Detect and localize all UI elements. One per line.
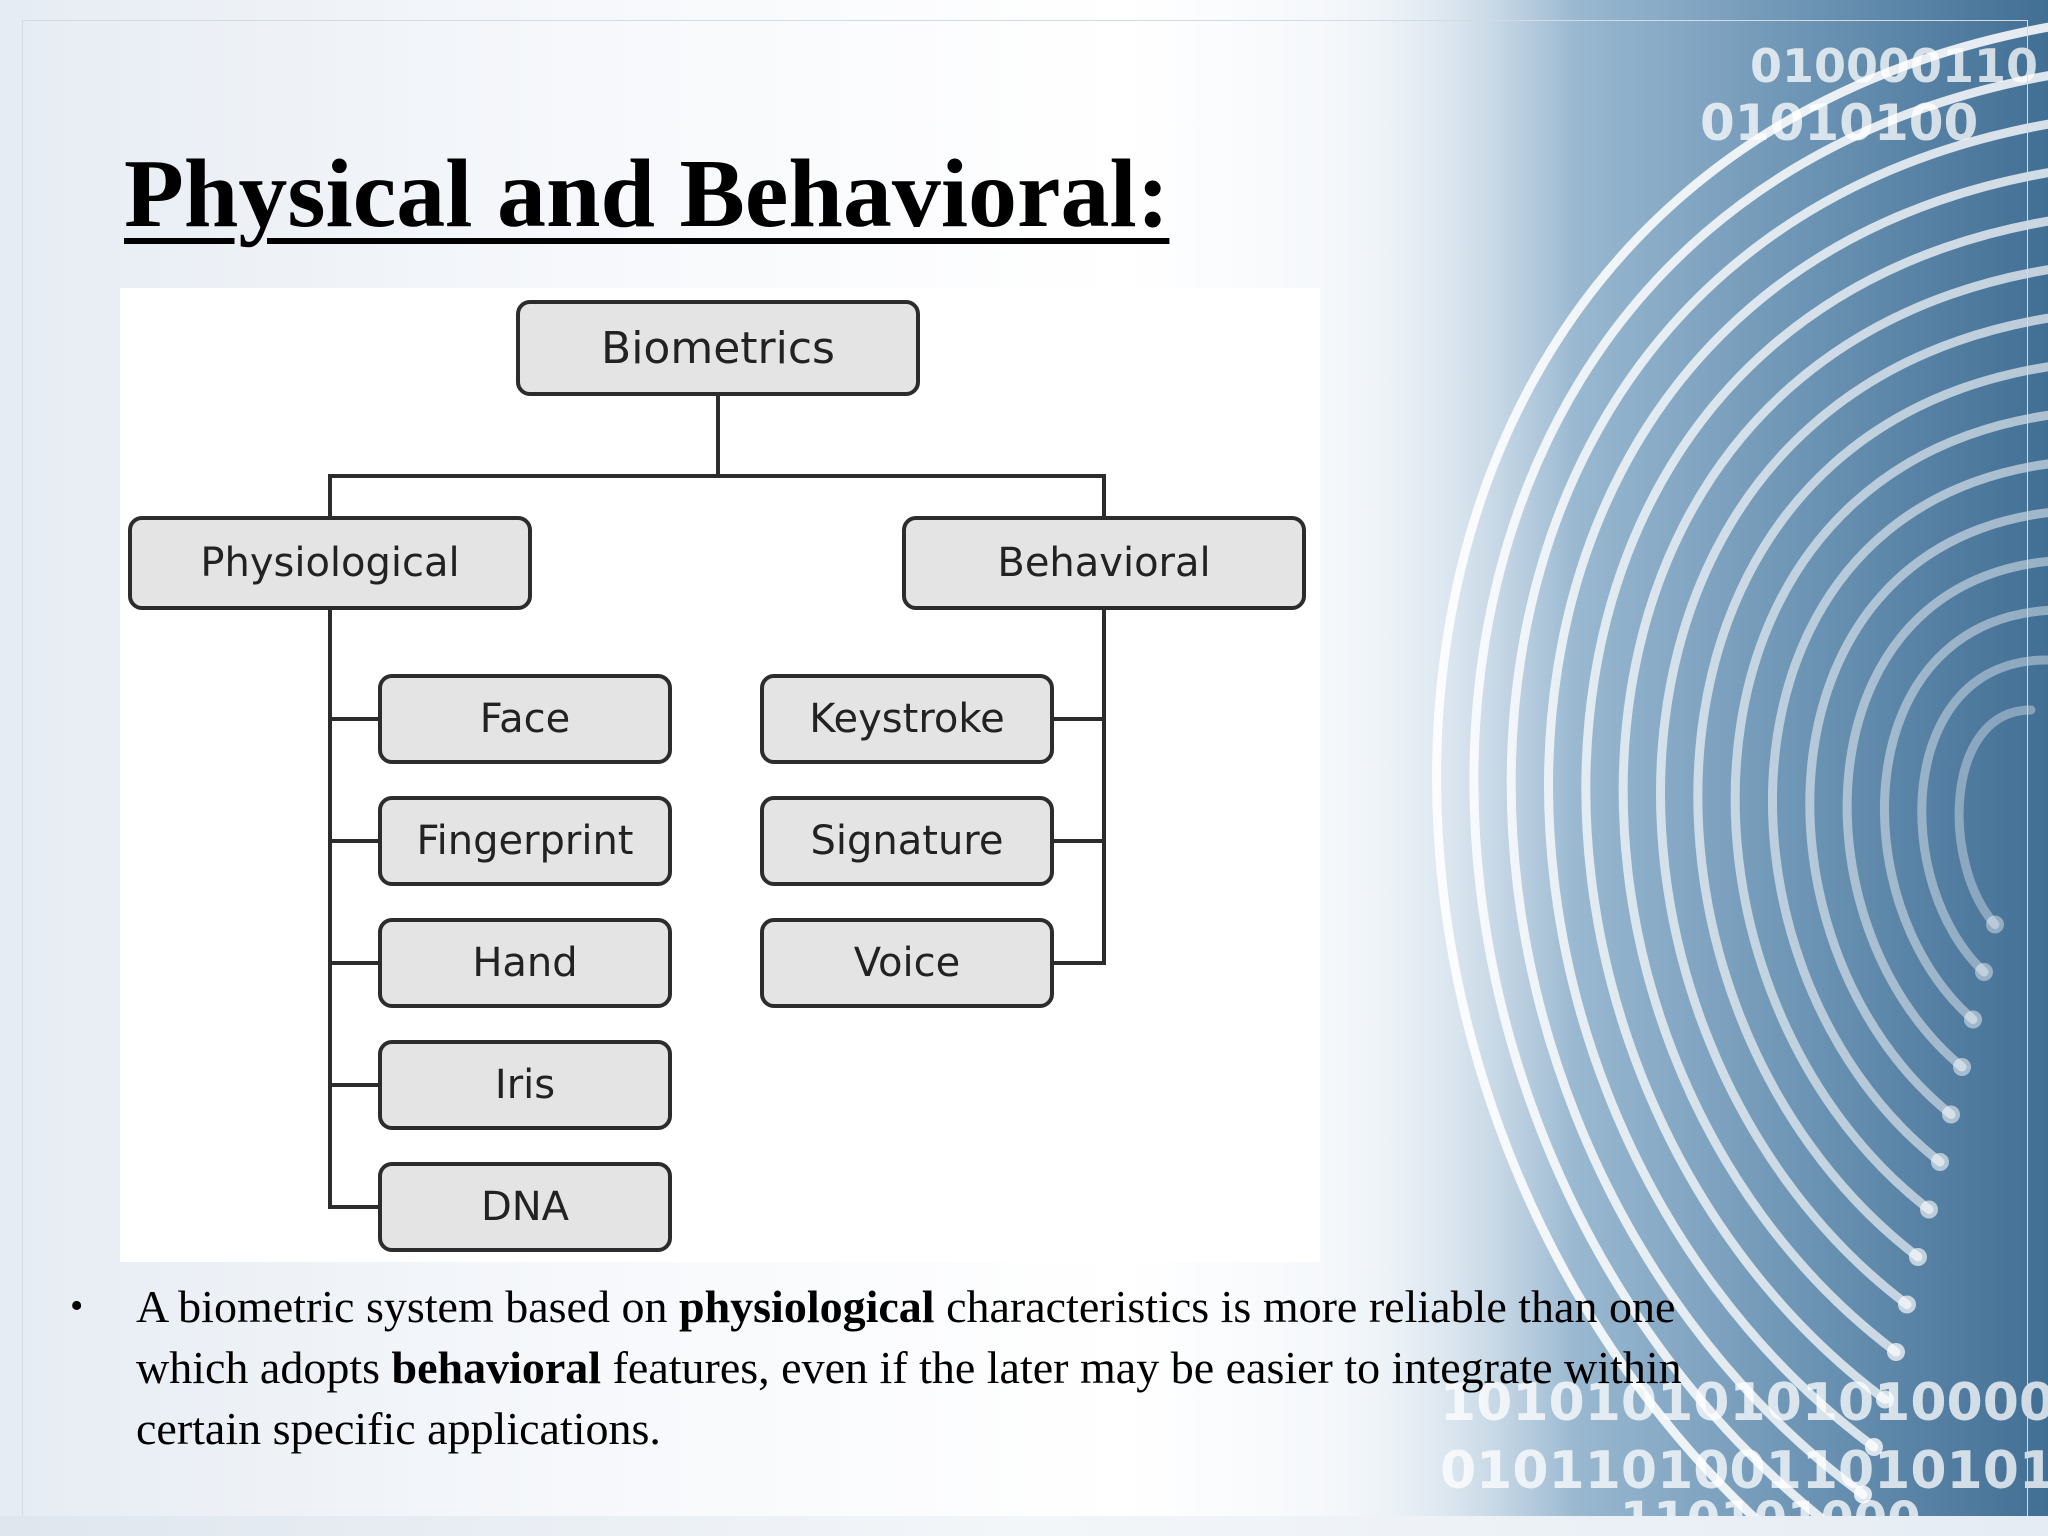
fingerprint-node-dot	[1854, 1485, 1872, 1504]
bullet-text-segment: characteristics is more reliable than on…	[136, 1281, 1676, 1393]
node-leaf-fingerprint: Fingerprint	[378, 796, 672, 886]
bullet-text-segment: A biometric system based on	[136, 1281, 679, 1332]
fingerprint-ridge	[1544, 168, 2048, 1452]
node-leaf-fingerprint-label: Fingerprint	[416, 818, 634, 864]
fingerprint-node-dot	[1953, 1058, 1971, 1076]
fingerprint-node-dot	[1975, 963, 1993, 981]
fingerprint-node-dot	[1898, 1295, 1916, 1314]
node-root-biometrics-label: Biometrics	[601, 322, 835, 374]
node-leaf-iris: Iris	[378, 1040, 672, 1130]
bullet-text-emphasis: behavioral	[391, 1342, 602, 1393]
fingerprint-node-dot	[1876, 1390, 1894, 1409]
fingerprint-ridge	[1693, 362, 2048, 1262]
fingerprint-ridge	[1432, 22, 2048, 1536]
fingerprint-ridge	[1805, 508, 2048, 1119]
bullet-text: A biometric system based on physiologica…	[136, 1276, 1796, 1459]
fingerprint-node-dot	[1964, 1010, 1982, 1029]
diagram-connectors	[328, 394, 1106, 1209]
node-leaf-hand: Hand	[378, 918, 672, 1008]
bullet-text-segment: features, even if the later may be easie…	[136, 1342, 1682, 1454]
node-leaf-face: Face	[378, 674, 672, 764]
node-leaf-hand-label: Hand	[472, 940, 578, 986]
slide-bottom-bar	[0, 1516, 2048, 1536]
slide-title: Physical and Behavioral:	[124, 140, 1170, 248]
node-leaf-face-label: Face	[479, 696, 571, 742]
fingerprint-ridge	[1581, 216, 2048, 1404]
node-branch-behavioral-label: Behavioral	[997, 540, 1211, 586]
fingerprint-node-dot	[1909, 1248, 1927, 1266]
fingerprint-ridge	[1469, 71, 2048, 1536]
fingerprint-ridge	[1880, 606, 2048, 1024]
node-leaf-voice-label: Voice	[853, 940, 961, 986]
fingerprint-node-dot	[1986, 915, 2004, 934]
node-branch-behavioral: Behavioral	[902, 516, 1306, 610]
node-leaf-signature: Signature	[760, 796, 1054, 886]
node-leaf-dna-label: DNA	[480, 1184, 570, 1230]
node-leaf-keystroke: Keystroke	[760, 674, 1054, 764]
fingerprint-ridge	[1656, 313, 2048, 1309]
node-leaf-signature-label: Signature	[810, 818, 1004, 864]
bullet-text-emphasis: physiological	[678, 1281, 935, 1332]
bullet-marker: •	[70, 1285, 84, 1327]
fingerprint-ridge	[1917, 655, 2048, 977]
fingerprint-ridge	[1506, 119, 2048, 1499]
node-root-biometrics: Biometrics	[516, 300, 920, 396]
fingerprint-node-dot	[1865, 1438, 1883, 1456]
fingerprint-ridge	[1768, 459, 2048, 1167]
fingerprint-ridge	[1842, 556, 2048, 1072]
fingerprint-ridge	[1618, 265, 2048, 1357]
fingerprint-node-dot	[1887, 1343, 1905, 1361]
node-leaf-dna: DNA	[378, 1162, 672, 1252]
fingerprint-ridge	[1730, 410, 2048, 1214]
node-branch-physiological-label: Physiological	[200, 540, 460, 586]
node-leaf-iris-label: Iris	[494, 1062, 556, 1108]
fingerprint-node-dot	[1942, 1105, 1960, 1124]
node-branch-physiological: Physiological	[128, 516, 532, 610]
fingerprint-background: 0100001100101010010101010101010000110010…	[1320, 0, 2048, 1536]
node-leaf-voice: Voice	[760, 918, 1054, 1008]
fingerprint-ridge	[1954, 705, 2036, 929]
fingerprint-node-dot	[1931, 1153, 1949, 1171]
node-leaf-keystroke-label: Keystroke	[809, 696, 1005, 742]
fingerprint-node-dot	[1920, 1200, 1938, 1219]
